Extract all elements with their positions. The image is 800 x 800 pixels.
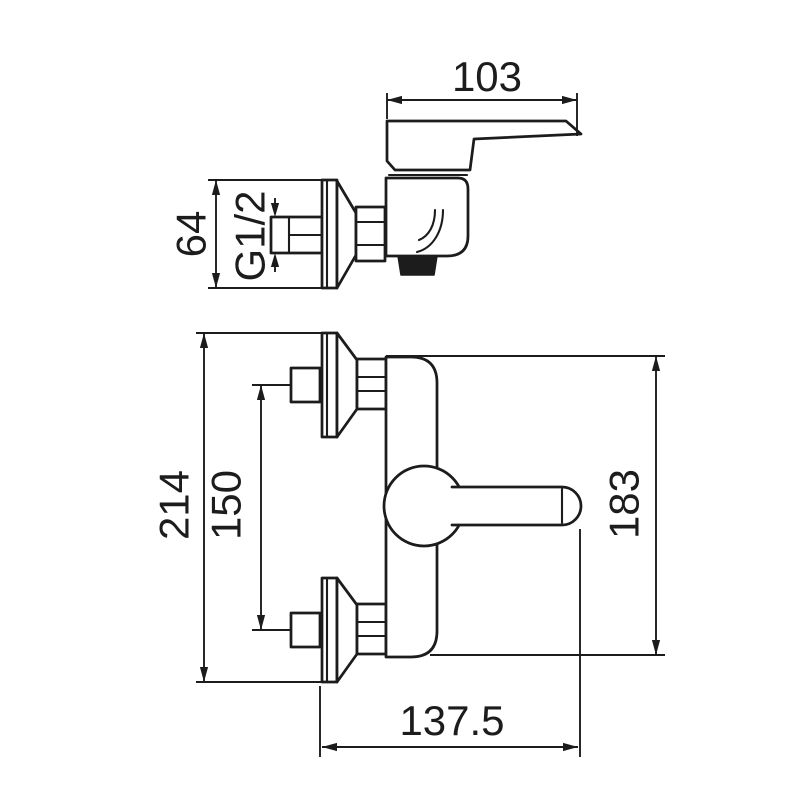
mounting-nut-lower (355, 602, 388, 656)
arrowhead-left (387, 95, 402, 105)
dim-handle-length: 103 (386, 53, 578, 136)
dim-label-inlet-centres: 150 (203, 470, 250, 540)
eccentric-cone-side (335, 179, 358, 290)
dim-connection-thread: G1/2 (227, 190, 280, 282)
wall-thread-stub-upper (289, 366, 322, 404)
dim-label-handle-length: 103 (452, 53, 522, 100)
spout-curve-outer (415, 208, 445, 254)
arrowhead-down (270, 203, 280, 217)
spout-curve-inner (417, 208, 437, 242)
dim-escutcheon-height: 64 (168, 179, 322, 289)
dim-label-connection-thread: G1/2 (227, 190, 274, 281)
arrowhead-top (651, 356, 661, 371)
arrowhead-top (199, 333, 209, 348)
arrowhead-bottom (256, 615, 266, 630)
wall-thread-stub-lower (289, 611, 322, 649)
dim-overall-height: 214 (151, 332, 322, 683)
arrowhead-right (562, 95, 577, 105)
eccentric-cone-upper (335, 331, 359, 439)
wall-escutcheon-lower (320, 576, 339, 684)
dim-depth-to-handle-tip: 137.5 (319, 529, 581, 757)
eccentric-cone-lower (335, 576, 359, 684)
arrowhead-right (563, 742, 578, 752)
wall-escutcheon-upper (320, 331, 339, 439)
shower-outlet-thread (397, 255, 438, 276)
valve-body-side (384, 176, 470, 258)
arrowhead-up (270, 253, 280, 267)
arrowhead-bottom (651, 640, 661, 655)
wall-escutcheon-side (320, 178, 339, 290)
dim-label-overall-height: 214 (151, 470, 198, 540)
upper-wall-mount (289, 331, 388, 439)
mounting-nut-upper (355, 357, 388, 411)
dim-body-height: 183 (386, 355, 665, 656)
dim-label-escutcheon-height: 64 (168, 211, 215, 258)
arrowhead-top (211, 180, 221, 195)
dim-label-depth-to-handle-tip: 137.5 (399, 697, 504, 744)
lever-bar-fill (452, 487, 581, 525)
front-view (289, 331, 583, 684)
mounting-nut-side (354, 205, 387, 263)
arrowhead-left (322, 742, 337, 752)
arrowhead-bottom (199, 667, 209, 682)
lower-wall-mount (289, 576, 388, 684)
arrowhead-top (256, 385, 266, 400)
side-view (269, 119, 583, 290)
dim-inlet-centres: 150 (203, 384, 291, 631)
arrowhead-bottom (211, 273, 221, 288)
lever-bar-front (450, 485, 583, 527)
dim-label-body-height: 183 (601, 469, 648, 539)
lever-handle-side (385, 119, 583, 172)
